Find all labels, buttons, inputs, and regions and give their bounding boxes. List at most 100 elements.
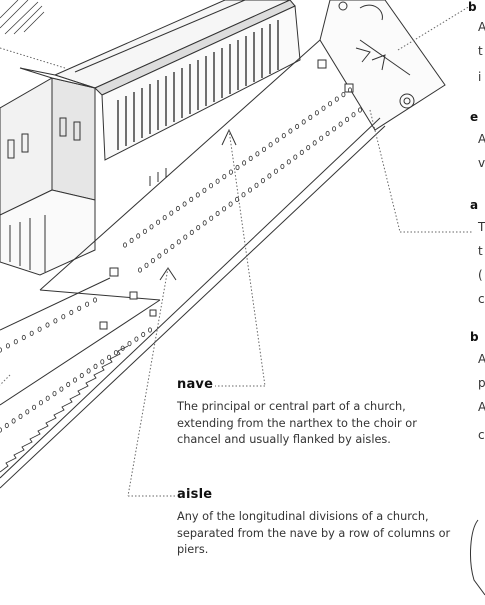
hatched-corner: [0, 0, 45, 35]
column-dot: [341, 92, 346, 98]
cropped-fragment: e: [470, 110, 479, 124]
column-dot: [222, 174, 227, 180]
column-dot: [319, 135, 324, 141]
column-dot: [93, 297, 98, 303]
column-dot: [0, 427, 2, 433]
column-dot: [13, 339, 18, 345]
column-dot: [38, 400, 43, 406]
clerestory-wall: [101, 5, 301, 161]
column-dot: [137, 267, 142, 273]
column-dot: [136, 233, 141, 239]
column-dot: [79, 372, 84, 379]
cropped-fragment: c: [478, 292, 485, 306]
column-dot: [29, 330, 34, 336]
column-dot: [254, 182, 259, 188]
column-dot: [215, 210, 220, 217]
column-dot: [157, 253, 162, 259]
column-dot: [5, 343, 10, 349]
column-dot: [338, 121, 343, 127]
column-dot: [288, 128, 293, 134]
aisle-wall-buttresses: [0, 345, 129, 473]
cropped-fragment: t: [478, 244, 483, 258]
column-dot: [189, 196, 194, 202]
column-dot: [301, 119, 306, 125]
column-dot: [141, 331, 146, 338]
column-dot: [66, 381, 71, 388]
right-bracket: [470, 519, 485, 596]
column-dot: [129, 237, 134, 243]
aisle-term: aisle: [177, 487, 213, 502]
column-dot: [261, 146, 266, 152]
column-dot: [209, 215, 214, 221]
column-dot: [321, 105, 326, 111]
column-dot: [295, 123, 300, 130]
column-dot: [150, 257, 155, 264]
column-dot: [286, 159, 291, 165]
cropped-fragment: i: [478, 70, 482, 84]
cropped-fragment: (: [478, 268, 483, 282]
column-dot: [202, 187, 207, 193]
leader-lines: [0, 5, 472, 497]
column-dot: [306, 145, 311, 151]
column-dot: [195, 192, 200, 198]
column-dot: [134, 336, 139, 342]
cropped-fragment: T: [478, 220, 485, 234]
column-dot: [107, 354, 112, 360]
column-dot: [32, 404, 37, 410]
aisle-definition: Any of the longitudinal divisions of a c…: [177, 510, 451, 556]
column-dot: [241, 192, 246, 198]
column-dot: [357, 107, 362, 113]
column-dot: [208, 183, 213, 189]
nave-term: nave: [177, 377, 214, 392]
column-dot: [293, 154, 298, 160]
cropped-fragment: A: [478, 400, 485, 414]
column-dot: [163, 248, 168, 254]
column-dot: [100, 359, 105, 365]
column-dot: [235, 164, 240, 171]
column-dot: [93, 363, 98, 369]
column-dot: [281, 133, 286, 139]
column-dot: [113, 350, 118, 356]
column-dot: [175, 205, 180, 212]
column-dot: [61, 314, 66, 320]
column-dot: [21, 334, 26, 341]
column-dot: [73, 377, 78, 383]
column-dot: [189, 229, 194, 235]
column-dot: [127, 340, 132, 347]
column-dot: [235, 196, 240, 202]
column-dot: [25, 409, 30, 415]
column-dot: [351, 112, 356, 118]
column-dot: [176, 239, 181, 245]
column-dot: [11, 418, 16, 424]
column-dot: [314, 110, 319, 116]
column-dot: [215, 178, 220, 184]
column-dot: [18, 413, 23, 419]
column-dot: [162, 215, 167, 221]
column-dot: [299, 149, 304, 155]
cropped-fragment: A: [478, 20, 485, 34]
floor-plan-edges: [0, 39, 386, 489]
cropped-fragment: v: [478, 156, 485, 170]
column-dot: [45, 322, 50, 328]
column-dot: [37, 326, 42, 332]
column-dot: [4, 422, 9, 429]
column-dot: [242, 160, 247, 166]
column-dot: [228, 169, 233, 175]
column-dot: [59, 386, 64, 392]
cropped-fragment: a: [470, 198, 479, 212]
column-dot: [147, 327, 152, 333]
nave-definition: The principal or central part of a churc…: [177, 400, 417, 446]
column-dot: [156, 219, 161, 225]
nave-column-rows: [0, 87, 362, 433]
column-dot: [325, 130, 330, 137]
column-dot: [86, 368, 91, 374]
cropped-fragment: b: [470, 330, 479, 344]
column-dot: [85, 301, 90, 307]
column-dot: [182, 201, 187, 207]
column-dot: [328, 101, 333, 107]
cropped-fragment: A: [478, 132, 485, 146]
column-dot: [332, 126, 337, 132]
column-dot: [267, 173, 272, 179]
column-dot: [142, 228, 147, 234]
